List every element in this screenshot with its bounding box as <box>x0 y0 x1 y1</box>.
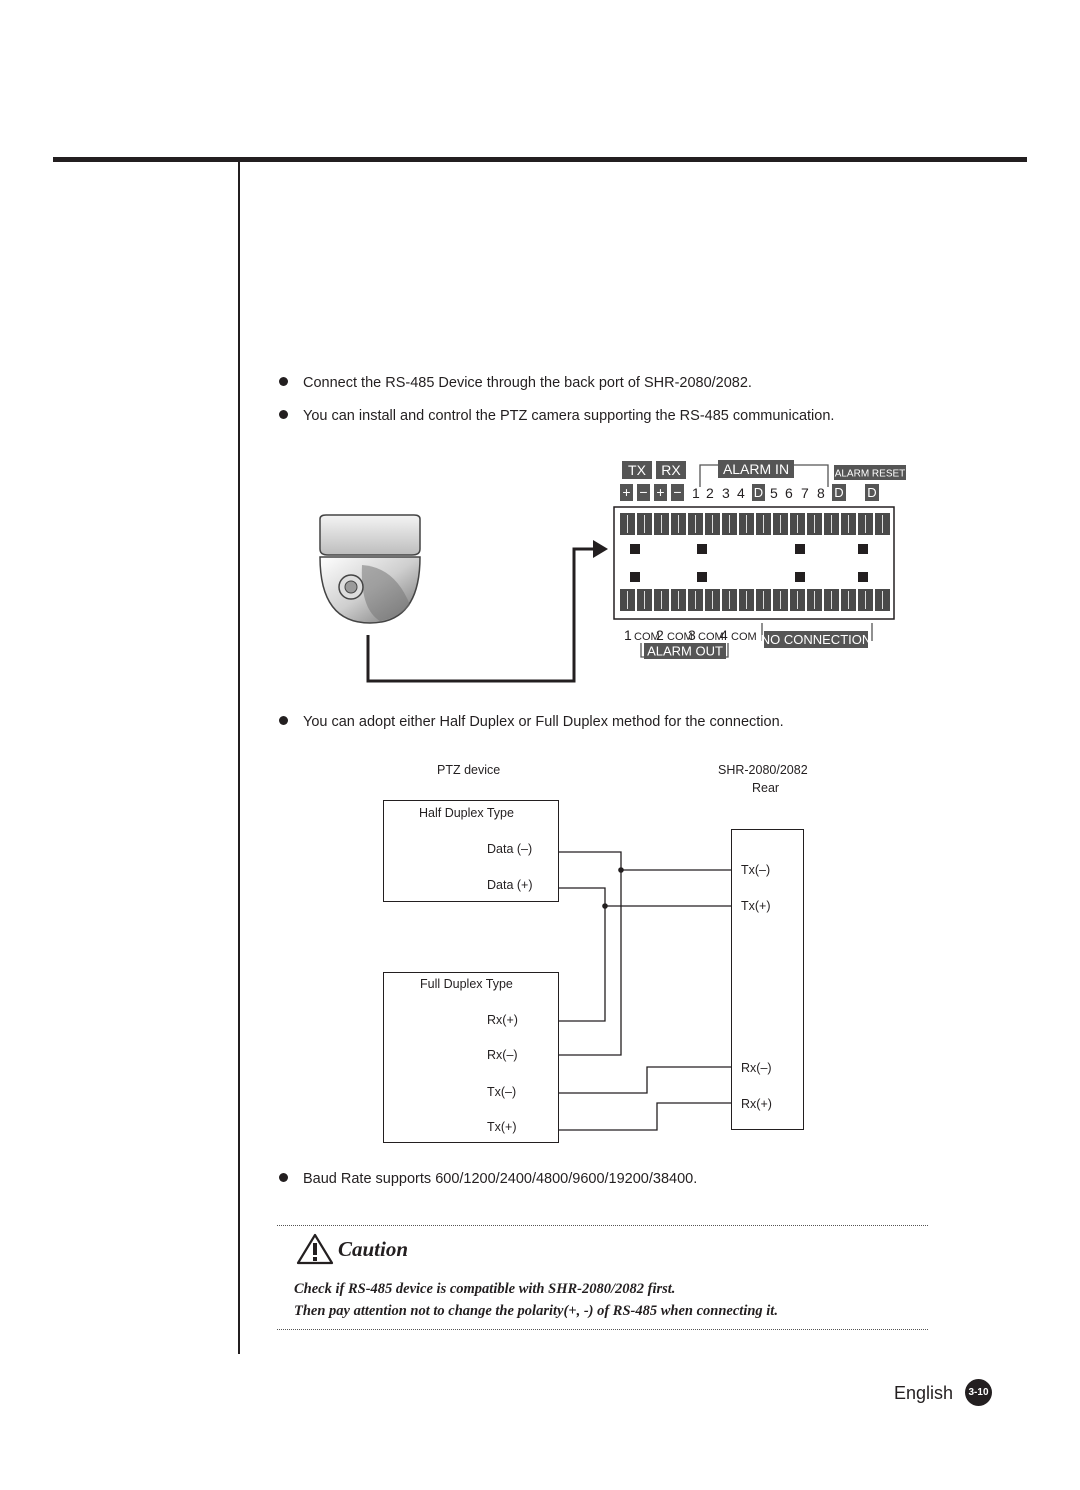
warning-icon <box>296 1233 334 1265</box>
wire-data-minus-to-tx-minus <box>559 851 731 871</box>
caution-line: Check if RS-485 device is compatible wit… <box>294 1281 676 1297</box>
shr-model-label: SHR-2080/2082 <box>718 763 808 777</box>
rear-tx-minus-label: Tx(–) <box>741 863 771 877</box>
out-label-com-4: COM <box>731 631 757 643</box>
bullet-dot <box>279 410 288 419</box>
wire-rx-minus-to-tx-minus <box>559 870 622 1056</box>
bullet-item: Baud Rate supports 600/1200/2400/4800/96… <box>279 1171 697 1187</box>
bullet-item: You can install and control the PTZ came… <box>279 408 834 424</box>
side-rule <box>238 162 240 1354</box>
mount-hole <box>697 572 707 582</box>
bullet-text: You can adopt either Half Duplex or Full… <box>303 714 784 730</box>
rear-tx-plus-label: Tx(+) <box>741 899 771 913</box>
alarm-reset-badge <box>834 465 906 480</box>
tx-minus: − <box>639 484 647 500</box>
alarm-in-num-1: 1 <box>692 485 700 501</box>
alarm-in-badge <box>718 460 794 478</box>
junction-dot <box>602 903 608 909</box>
no-connection-badge <box>764 631 868 648</box>
alarm-in-num-5: 5 <box>770 485 778 501</box>
out-label-com-1: COM <box>634 631 660 643</box>
out-label-2: 2 <box>656 627 664 643</box>
alarm-in-num-6: 6 <box>785 485 793 501</box>
junction-dot <box>618 867 624 873</box>
ptz-device-label: PTZ device <box>437 763 501 777</box>
bullet-text: Baud Rate supports 600/1200/2400/4800/96… <box>303 1171 698 1187</box>
mount-hole <box>795 544 805 554</box>
bullet-dot <box>279 1173 288 1182</box>
full-tx-minus-label: Tx(–) <box>487 1085 517 1099</box>
terminal-body <box>613 506 895 620</box>
ground-d-2: D <box>834 485 843 500</box>
rear-port-box <box>731 829 804 1130</box>
full-rx-minus-label: Rx(–) <box>487 1048 518 1062</box>
caution-top-divider <box>277 1225 928 1226</box>
rs485-cable <box>366 540 608 683</box>
bullet-dot <box>279 716 288 725</box>
rx-plus: + <box>656 484 664 500</box>
rear-rx-minus-label: Rx(–) <box>741 1061 772 1075</box>
rx-label: RX <box>661 462 681 478</box>
mount-hole <box>795 572 805 582</box>
bullet-text: Connect the RS-485 Device through the ba… <box>303 375 752 391</box>
alarm-reset-d: D <box>867 485 876 500</box>
rear-terminal-block: TX RX ALARM IN ALARM RESET + − + − 1 2 3… <box>613 460 906 659</box>
no-connection-label: NO CONNECTION <box>761 632 872 647</box>
mount-hole <box>630 572 640 582</box>
top-rule <box>53 157 1027 162</box>
wire-data-plus-to-tx-plus <box>559 887 731 907</box>
full-rx-plus-label: Rx(+) <box>487 1013 518 1027</box>
out-label-com-2: COM <box>667 631 693 643</box>
caution-title: Caution <box>338 1237 409 1261</box>
alarm-in-label: ALARM IN <box>723 461 789 477</box>
full-duplex-box <box>383 972 559 1143</box>
rx-badge <box>656 461 686 479</box>
rx-minus: − <box>673 484 681 500</box>
wire-rx-plus-to-tx-plus <box>559 906 606 1022</box>
out-label-com-3: COM <box>698 631 724 643</box>
tx-plus: + <box>622 484 630 500</box>
alarm-out-badge <box>644 643 726 659</box>
alarm-reset-label: ALARM RESET <box>835 469 906 480</box>
full-duplex-title: Full Duplex Type <box>420 977 513 991</box>
ground-d-1: D <box>754 485 763 500</box>
alarm-in-num-4: 4 <box>737 485 745 501</box>
out-label-3: 3 <box>688 627 696 643</box>
bullet-text: You can install and control the PTZ came… <box>303 408 835 424</box>
alarm-out-label: ALARM OUT <box>647 644 723 659</box>
half-duplex-box <box>383 800 559 902</box>
caution-bottom-divider <box>277 1329 928 1330</box>
bullet-item: Connect the RS-485 Device through the ba… <box>279 375 752 391</box>
mount-hole <box>858 544 868 554</box>
half-data-minus-label: Data (–) <box>487 842 533 856</box>
tx-badge <box>622 461 652 479</box>
ptz-camera-illustration <box>319 514 421 624</box>
alarm-in-num-7: 7 <box>801 485 809 501</box>
wire-tx-plus-to-rx-plus <box>559 1102 731 1131</box>
page-number-badge: 3-10 <box>965 1379 992 1406</box>
out-label-4: 4 <box>720 627 728 643</box>
mount-hole <box>630 544 640 554</box>
mount-hole <box>858 572 868 582</box>
mount-hole <box>697 544 707 554</box>
caution-line: Then pay attention not to change the pol… <box>294 1303 778 1319</box>
full-tx-plus-label: Tx(+) <box>487 1120 517 1134</box>
half-duplex-title: Half Duplex Type <box>419 806 514 820</box>
bullet-dot <box>279 377 288 386</box>
tx-label: TX <box>628 462 647 478</box>
alarm-in-num-3: 3 <box>722 485 730 501</box>
bullet-item: You can adopt either Half Duplex or Full… <box>279 714 784 730</box>
rear-label: Rear <box>752 781 780 795</box>
rear-rx-plus-label: Rx(+) <box>741 1097 772 1111</box>
out-label-1: 1 <box>624 627 632 643</box>
footer-language: English <box>894 1383 954 1403</box>
alarm-in-num-8: 8 <box>817 485 825 501</box>
alarm-in-num-2: 2 <box>706 485 714 501</box>
wire-tx-minus-to-rx-minus <box>559 1066 731 1094</box>
half-data-plus-label: Data (+) <box>487 878 533 892</box>
